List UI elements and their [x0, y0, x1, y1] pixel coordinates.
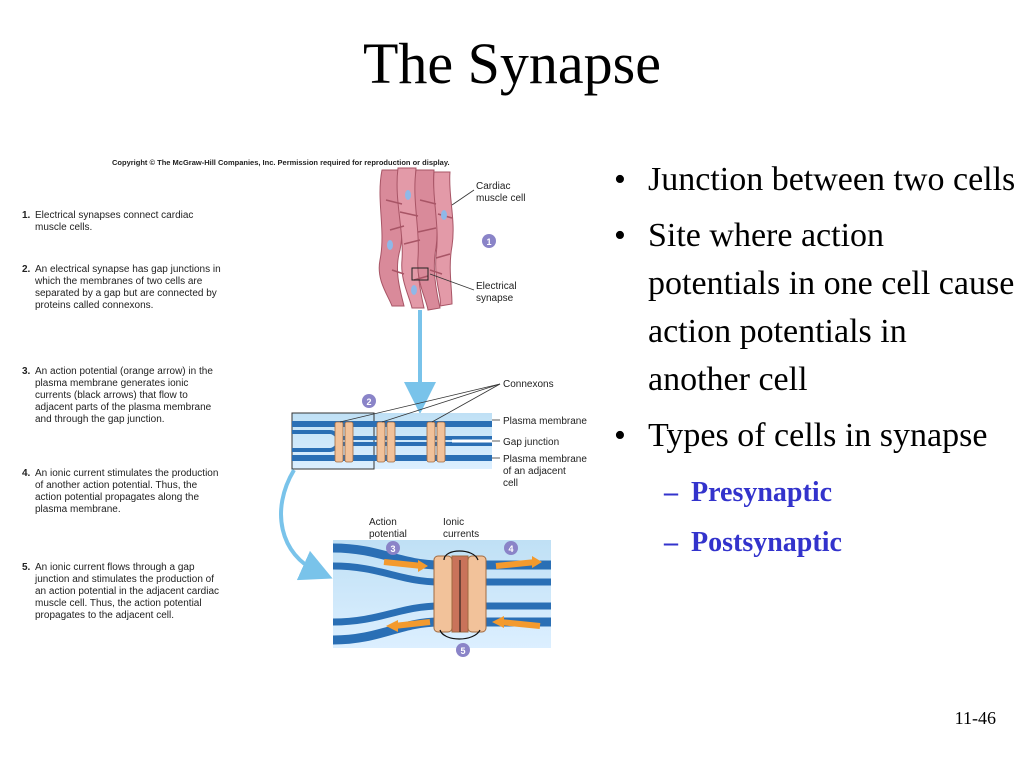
- action-potential-label: Action: [369, 517, 397, 528]
- sub-bullet-text: Postsynaptic: [691, 527, 842, 558]
- adjacent-membrane-label-2: of an adjacent: [503, 466, 566, 477]
- step-badge-1: 1: [482, 234, 496, 248]
- sub-bullet-item: – Postsynaptic: [606, 518, 1016, 568]
- bullet-list: • Junction between two cells • Site wher…: [606, 156, 1016, 568]
- dash-icon: –: [664, 477, 678, 508]
- action-potential-label-2: potential: [369, 529, 407, 540]
- connexons-label: Connexons: [503, 379, 554, 390]
- svg-text:2: 2: [366, 397, 371, 407]
- detail-callouts: Action potential Ionic currents: [369, 517, 479, 540]
- electrical-synapse-label: Electrical: [476, 281, 517, 292]
- plasma-membrane-label: Plasma membrane: [503, 416, 587, 427]
- step-number: 3.: [22, 366, 31, 377]
- svg-text:4: 4: [508, 544, 513, 554]
- step-text: An electrical synapse has gap junctions …: [35, 264, 221, 311]
- step-badge-4: 4: [504, 541, 518, 555]
- bullet-icon: •: [614, 217, 626, 254]
- bullet-icon: •: [614, 417, 626, 454]
- step-number: 5.: [22, 562, 31, 573]
- svg-text:5: 5: [460, 646, 465, 656]
- svg-text:1: 1: [486, 237, 491, 247]
- bullet-text: Site where action potentials in one cell…: [648, 217, 1015, 398]
- bullet-text: Junction between two cells: [648, 161, 1016, 198]
- cardiac-cell-label: Cardiac: [476, 181, 510, 192]
- muscle-callouts: Cardiac muscle cell Electrical synapse: [429, 181, 525, 304]
- bullet-item: • Site where action potentials in one ce…: [606, 212, 1016, 404]
- cardiac-cell-label-2: muscle cell: [476, 193, 525, 204]
- sub-bullet-item: – Presynaptic: [606, 468, 1016, 518]
- dash-icon: –: [664, 527, 678, 558]
- detail-panel: [332, 540, 551, 648]
- step-text: Electrical synapses connect cardiac musc…: [35, 210, 194, 233]
- step-number: 4.: [22, 468, 31, 479]
- bullet-text: Types of cells in synapse: [648, 417, 988, 454]
- step-number: 1.: [22, 210, 31, 221]
- step-badge-3: 3: [386, 541, 400, 555]
- bullet-item: • Junction between two cells: [606, 156, 1016, 204]
- step-text: An ionic current flows through a gap jun…: [35, 562, 220, 621]
- slide-title: The Synapse: [363, 31, 661, 96]
- bullet-icon: •: [614, 161, 626, 198]
- ionic-currents-label: Ionic: [443, 517, 464, 528]
- gap-junction-panel: [291, 412, 492, 470]
- adjacent-membrane-label: Plasma membrane: [503, 454, 587, 465]
- sub-bullet-text: Presynaptic: [691, 477, 833, 508]
- svg-text:3: 3: [390, 544, 395, 554]
- electrical-synapse-label-2: synapse: [476, 293, 514, 304]
- cardiac-muscle-cells: [378, 167, 454, 311]
- junction-callouts: Connexons Plasma membrane Gap junction P…: [339, 379, 587, 489]
- zoom-arrow-curved: [279, 468, 333, 581]
- ionic-currents-label-2: currents: [443, 529, 479, 540]
- step-badge-2: 2: [362, 394, 376, 408]
- gap-junction-label: Gap junction: [503, 437, 559, 448]
- slide-number: 11-46: [954, 708, 996, 728]
- step-badge-5: 5: [456, 643, 470, 657]
- copyright-notice: Copyright © The McGraw-Hill Companies, I…: [112, 158, 450, 167]
- step-text: An action potential (orange arrow) in th…: [35, 366, 213, 425]
- adjacent-membrane-label-3: cell: [503, 478, 518, 489]
- bullet-item: • Types of cells in synapse: [606, 412, 1016, 460]
- step-text: An ionic current stimulates the producti…: [35, 468, 219, 515]
- step-number: 2.: [22, 264, 31, 275]
